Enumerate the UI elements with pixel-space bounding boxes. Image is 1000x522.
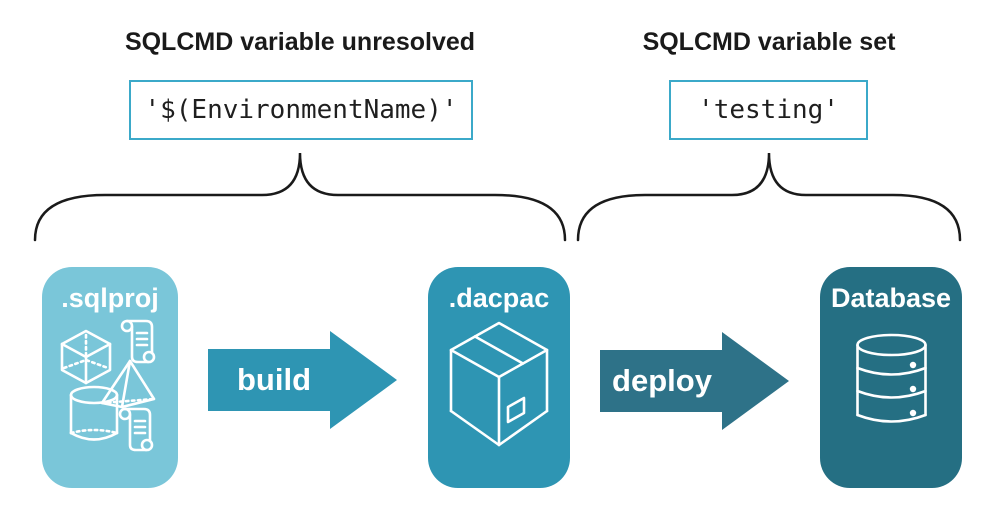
right-brace bbox=[576, 152, 962, 242]
dacpac-node: .dacpac bbox=[428, 267, 570, 488]
package-icon bbox=[449, 321, 549, 447]
build-arrow bbox=[208, 331, 397, 429]
heading-variable-set: SQLCMD variable set bbox=[642, 28, 896, 56]
dacpac-label: .dacpac bbox=[448, 283, 550, 313]
deploy-arrow bbox=[600, 332, 789, 430]
heading-variable-unresolved: SQLCMD variable unresolved bbox=[124, 28, 476, 56]
sqlproj-label: .sqlproj bbox=[61, 283, 159, 313]
database-label: Database bbox=[830, 283, 952, 313]
database-icon bbox=[856, 333, 927, 423]
deploy-arrow-label: deploy bbox=[612, 363, 712, 398]
code-box-environment-variable: '$(EnvironmentName)' bbox=[129, 80, 473, 140]
scroll-icon bbox=[120, 319, 156, 364]
brace-group bbox=[33, 152, 962, 242]
scroll-icon bbox=[118, 407, 154, 452]
build-arrow-label: build bbox=[236, 362, 312, 397]
code-box-testing-value: 'testing' bbox=[669, 80, 868, 140]
cylinder-icon bbox=[69, 385, 119, 441]
database-node: Database bbox=[820, 267, 962, 488]
left-brace bbox=[33, 152, 567, 242]
cube-icon bbox=[60, 329, 112, 385]
sqlproj-node: .sqlproj bbox=[42, 267, 178, 488]
